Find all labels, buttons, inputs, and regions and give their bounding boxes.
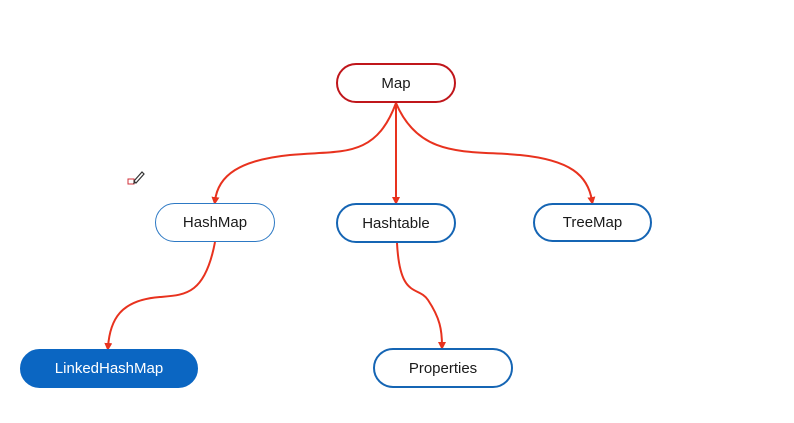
- pencil-cursor-icon: [127, 171, 145, 185]
- node-properties[interactable]: Properties: [373, 348, 513, 388]
- node-hashmap-label: HashMap: [182, 214, 248, 231]
- node-properties-label: Properties: [408, 359, 478, 377]
- edge-map-hashmap: [211, 102, 397, 205]
- node-linkedhashmap[interactable]: LinkedHashMap: [20, 349, 198, 388]
- edge-hashmap-linkedhashmap: [104, 241, 216, 351]
- edge-hashtable-properties: [396, 242, 446, 350]
- node-treemap[interactable]: TreeMap: [533, 203, 652, 242]
- node-hashtable[interactable]: Hashtable: [336, 203, 456, 243]
- node-map-label: Map: [381, 74, 411, 92]
- node-map[interactable]: Map: [336, 63, 456, 103]
- node-linkedhashmap-label: LinkedHashMap: [54, 360, 164, 377]
- node-hashtable-label: Hashtable: [362, 214, 430, 232]
- edge-map-treemap: [395, 102, 596, 205]
- node-treemap-label: TreeMap: [562, 214, 623, 231]
- node-hashmap[interactable]: HashMap: [155, 203, 275, 242]
